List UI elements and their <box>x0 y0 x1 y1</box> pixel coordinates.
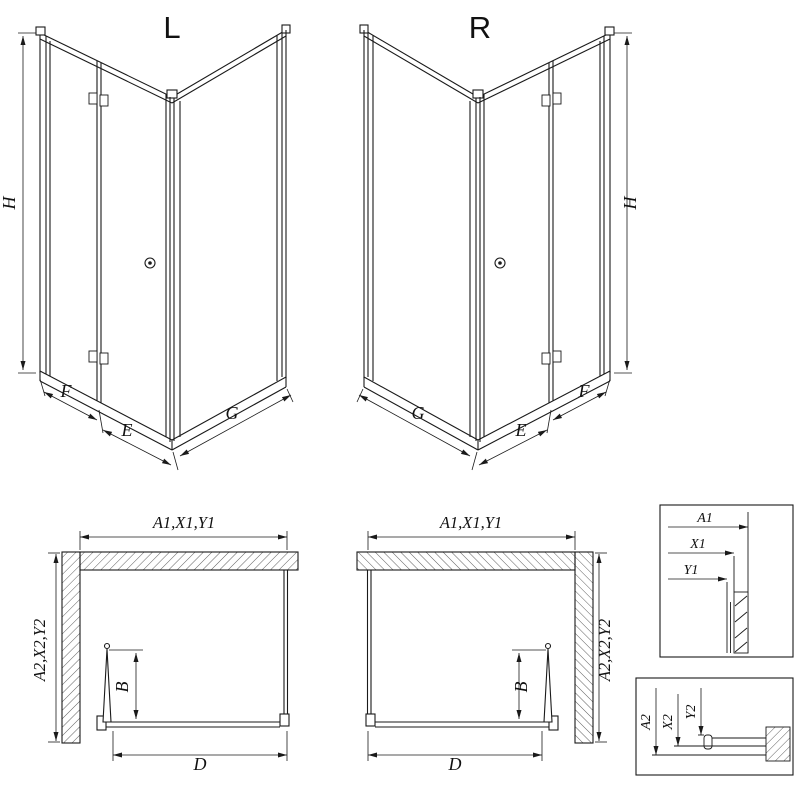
dim-label-f-right: F <box>578 381 591 401</box>
plan-drawing-left <box>48 531 298 761</box>
dim-label-a2-detail: A2 <box>639 714 654 731</box>
dim-label-d-plan-left: D <box>193 754 207 774</box>
dim-label-width-plan-right: A1,X1,Y1 <box>439 513 502 532</box>
wall-section-hatched <box>765 726 791 762</box>
enclosure-drawing-left <box>18 25 293 470</box>
plan-view-right: A1,X1,Y1 A2,X2,Y2 B D <box>357 513 614 774</box>
dim-label-g-left: G <box>226 403 239 423</box>
dim-label-e-right: E <box>515 420 527 440</box>
dim-label-b-plan-right: B <box>511 682 531 693</box>
dim-label-b-plan-left: B <box>112 682 132 693</box>
plan-drawing-right <box>357 531 607 761</box>
detail-box-top: A1 X1 Y1 <box>659 504 794 658</box>
dim-label-y2-detail: Y2 <box>684 705 699 720</box>
plan-view-left: A1,X1,Y1 A2,X2,Y2 B D <box>30 513 298 774</box>
dim-label-h-left: H <box>0 196 19 211</box>
detail-box-top-frame <box>659 504 794 658</box>
detail-top-dimension-arrows <box>668 524 748 582</box>
dim-label-d-plan-right: D <box>448 754 462 774</box>
dim-label-e-left: E <box>121 420 133 440</box>
wall-profile-section-top <box>726 512 749 654</box>
detail-box-bottom: A2 X2 Y2 <box>635 677 794 776</box>
dim-label-x2-detail: X2 <box>661 714 676 731</box>
variant-label-left: L <box>163 10 180 45</box>
dim-label-a1-detail: A1 <box>696 511 713 526</box>
dim-label-f-left: F <box>60 381 73 401</box>
dim-label-depth-plan-right: A2,X2,Y2 <box>595 619 614 682</box>
dim-label-width-plan-left: A1,X1,Y1 <box>152 513 215 532</box>
variant-label-right: R <box>469 10 491 45</box>
dim-label-g-right: G <box>412 403 425 423</box>
dim-label-x1-detail: X1 <box>689 537 706 552</box>
dim-label-depth-plan-left: A2,X2,Y2 <box>30 619 49 682</box>
dim-label-y1-detail: Y1 <box>684 563 699 578</box>
view-3d-right: R H G E F <box>357 10 640 470</box>
view-3d-left: L H F E G <box>0 10 293 470</box>
detail-bottom-dimension-arrows <box>653 688 704 755</box>
enclosure-drawing-right <box>357 25 632 470</box>
dim-label-h-right: H <box>620 196 640 211</box>
glass-profile-section-bottom <box>652 734 766 756</box>
